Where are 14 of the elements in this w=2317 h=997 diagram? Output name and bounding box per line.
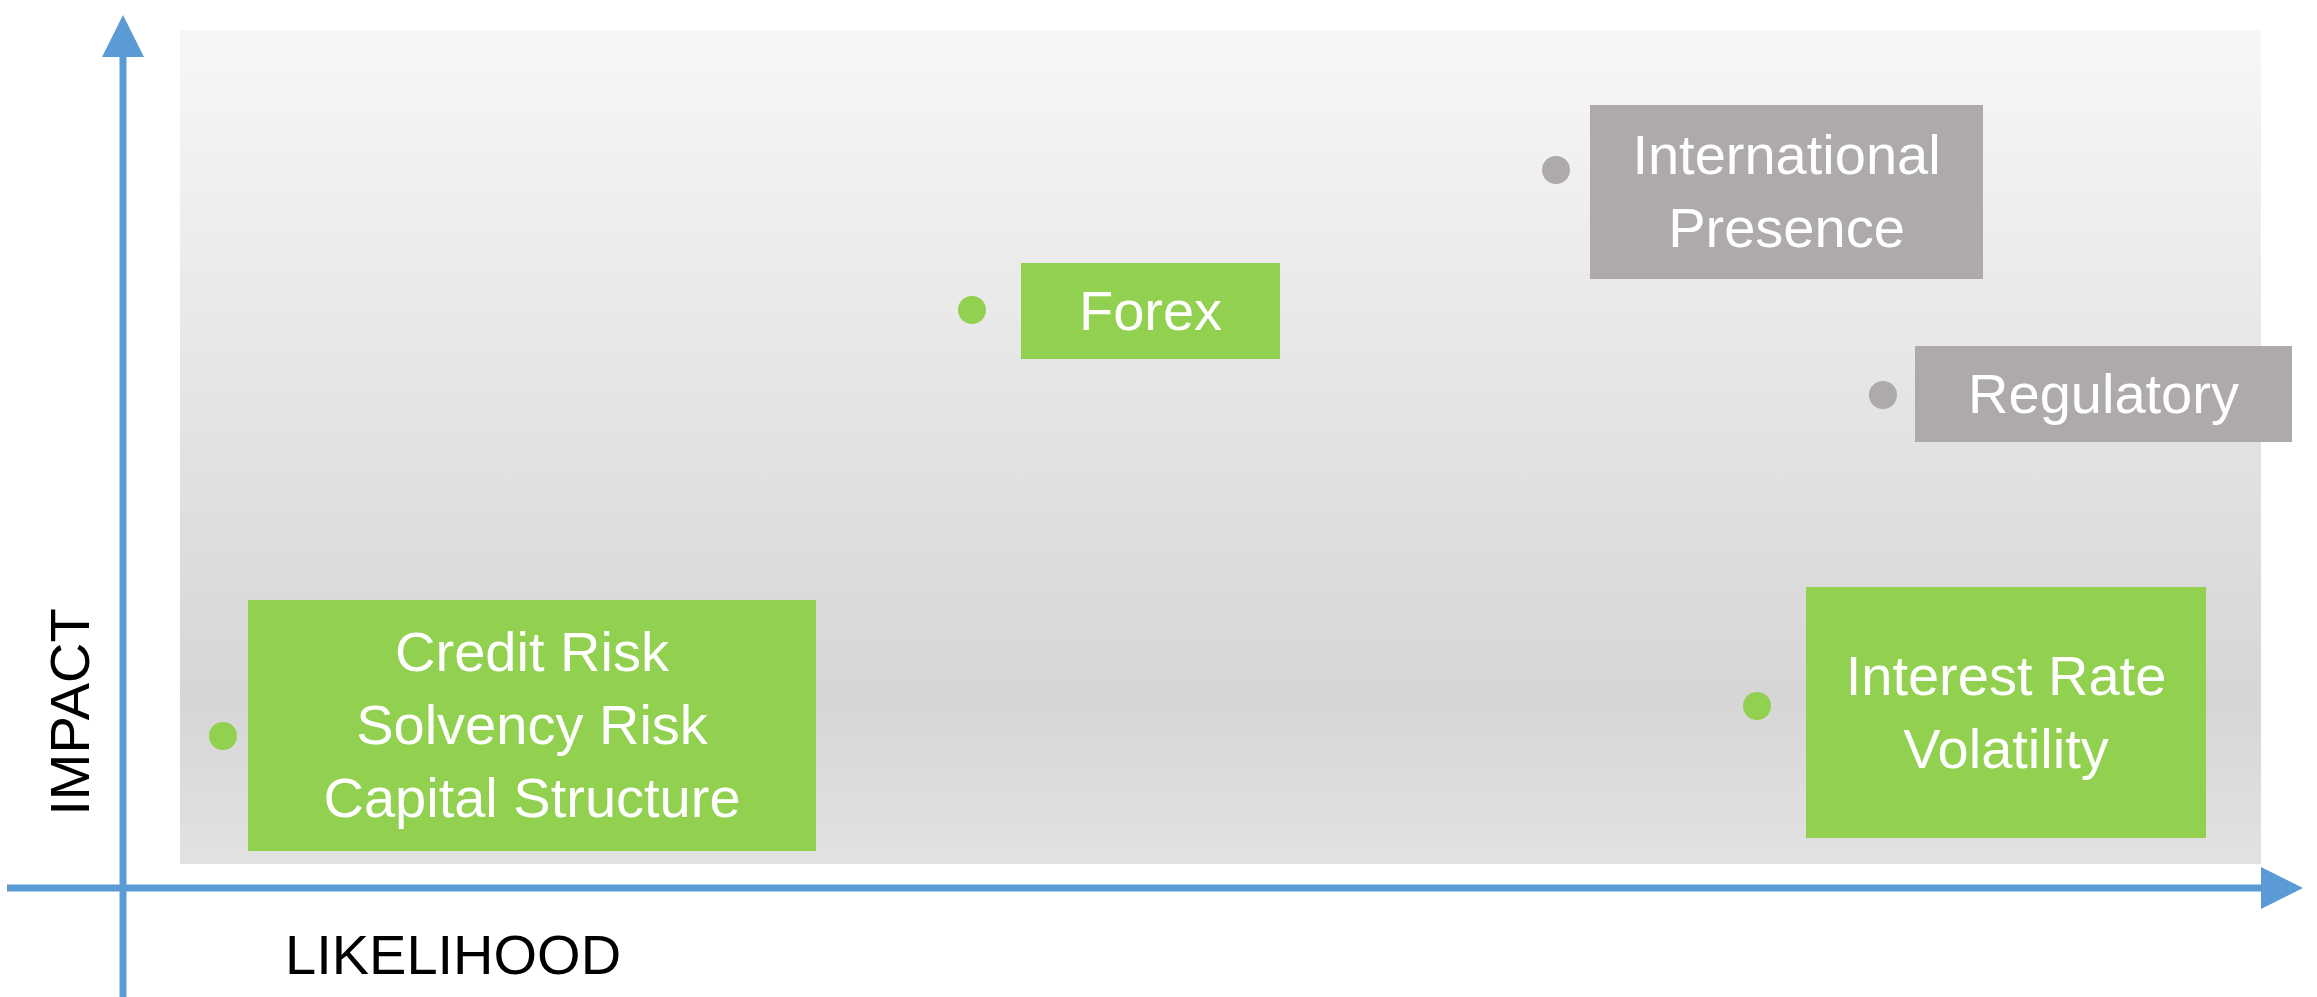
risk-box — [1806, 587, 2206, 838]
risk-label: Forex — [1078, 277, 1223, 344]
risk-box — [1021, 263, 1280, 359]
risk-label: Regulatory — [1968, 360, 2239, 427]
risk-label: Credit Risk — [395, 619, 669, 686]
risk-label: International Presence — [1631, 122, 1942, 261]
risk-label: Solvency Risk — [356, 692, 708, 759]
risk-box — [1915, 346, 2292, 442]
risk-box — [248, 600, 816, 851]
risk-box — [1590, 105, 1983, 279]
x-axis-title: LIKELIHOOD — [285, 922, 622, 987]
y-axis-title: IMPACT — [36, 608, 102, 816]
risk-label: Capital Structure — [323, 764, 741, 831]
risk-label: Interest Rate Volatility — [1844, 642, 2168, 782]
